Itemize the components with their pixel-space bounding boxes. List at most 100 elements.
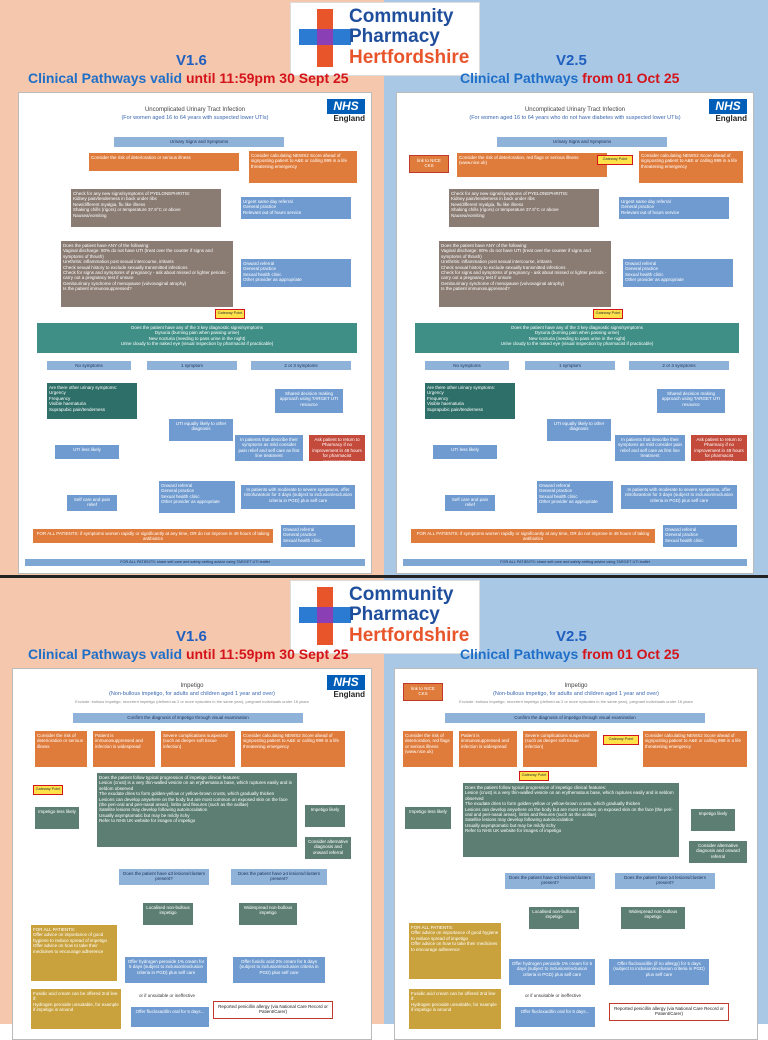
four-or-more-lesions-box: Does the patient have ≥4 lesions/cluster… — [615, 873, 715, 889]
three-or-less-lesions-box: Does the patient have ≤3 lesions/cluster… — [505, 873, 595, 889]
nitrofurantoin-box: In patients with moderate to severe symp… — [241, 485, 355, 509]
consider-alternative-box: Consider alternative diagnosis and onwar… — [689, 841, 747, 863]
logo-line-community: Community — [349, 6, 454, 27]
shared-decision-box: Shared decision making approach using TA… — [275, 389, 343, 413]
logo-line-hertfordshire: Hertfordshire — [349, 625, 470, 646]
all-patients-warning: FOR ALL PATIENTS: if symptoms worsen rap… — [33, 529, 273, 543]
page-footer: FOR ALL PATIENTS: share self-care and sa… — [25, 559, 365, 566]
oral-treatment-box: Offer flucloxacillin oral for 5 days... — [131, 1007, 209, 1027]
unsuitable-label: or if unsuitable or ineffective — [525, 993, 581, 998]
version-label-new-2: V2.5 — [556, 628, 587, 645]
news2-box: Consider calculating NEWS2 Score ahead o… — [241, 731, 345, 767]
key-symptoms-box: Does the patient have any of the 3 key d… — [37, 323, 357, 353]
all-patients-box: FOR ALL PATIENTS:Offer advice on importa… — [31, 925, 117, 981]
severe-complications-box: Severe complications suspected (such as … — [523, 731, 597, 767]
one-symptom-box: 1 symptom — [147, 361, 237, 370]
community-pharmacy-logo: Community Pharmacy Hertfordshire — [290, 2, 480, 76]
gateway-point-badge: Gateway Point — [215, 309, 245, 319]
severe-complications-box: Severe complications suspected (such as … — [161, 731, 235, 767]
gateway-point-badge-2: Gateway Point — [593, 309, 623, 319]
no-symptoms-box: No symptoms — [47, 361, 131, 370]
impetigo-likely-box: Impetigo likely — [305, 805, 345, 827]
fusidic-second-line-box: Fusidic acid cream can be offered 2nd li… — [409, 989, 501, 1029]
immunosuppressed-box: Patient is immunosuppressed and infectio… — [93, 731, 155, 767]
validity-label-old: Clinical Pathways valid until 11:59pm 30… — [28, 70, 349, 86]
news2-box: Consider calculating NEWS2 Score ahead o… — [249, 151, 357, 183]
version-label-new: V2.5 — [556, 52, 587, 69]
return-advice-box: Ask patient to return to Pharmacy if no … — [691, 435, 747, 461]
typical-progression-box: Does the patient follow typical progress… — [463, 783, 679, 857]
uti-less-likely-box: UTI less likely — [55, 445, 119, 459]
gateway-point-badge-2: Gateway Point — [519, 771, 549, 781]
start-box: Confirm the diagnosis of impetigo throug… — [445, 713, 705, 723]
section-divider — [0, 575, 768, 578]
page-title: Impetigo — [564, 683, 588, 689]
validity-label-old-2: Clinical Pathways valid until 11:59pm 30… — [28, 646, 349, 662]
oral-treatment-box: Offer flucloxacillin oral for 5 days... — [515, 1007, 595, 1027]
news2-box: Consider calculating NEWS2 Score ahead o… — [639, 151, 743, 183]
localised-impetigo-box: Localised non-bullous impetigo — [143, 903, 193, 925]
version-label-old: V1.6 — [176, 52, 207, 69]
uti-equally-likely-box: UTI equally likely to other diagnosis — [169, 419, 233, 441]
gateway-point-badge: Gateway Point — [597, 155, 633, 165]
news2-box: Consider calculating NEWS2 Score ahead o… — [643, 731, 747, 767]
immunosuppressed-box: Patient is immunosuppressed and infectio… — [459, 731, 517, 767]
start-box: Urinary Signs and Symptoms — [497, 137, 667, 147]
all-patients-warning: FOR ALL PATIENTS: if symptoms worsen rap… — [411, 529, 655, 543]
any-following-box: Does the patient have ANY of the followi… — [439, 241, 611, 307]
pyelonephritis-box: Check for any new signs/symptoms of PYEL… — [71, 189, 221, 227]
uti-equally-likely-box: UTI equally likely to other diagnosis — [547, 419, 611, 441]
all-patients-box: FOR ALL PATIENTS:Offer advice on importa… — [409, 923, 501, 979]
impetigo-less-likely-box: Impetigo less likely — [35, 807, 79, 829]
page-title: Uncomplicated Urinary Tract Infection — [144, 107, 246, 113]
logo-line-pharmacy: Pharmacy — [349, 26, 440, 47]
mild-symptoms-box: In patients that describe their symptoms… — [235, 435, 303, 461]
page-subtitle: (Non-bullous impetigo, for adults and ch… — [492, 691, 659, 697]
page-subtitle: (For women aged 16 to 64 years with susp… — [121, 115, 269, 121]
page-subtitle: (For women aged 16 to 64 years who do no… — [469, 115, 681, 121]
widespread-impetigo-box: Widespread non-bullous impetigo — [239, 903, 297, 925]
unsuitable-label: or if unsuitable or ineffective — [139, 993, 195, 998]
return-advice-box: Ask patient to return to Pharmacy if no … — [309, 435, 365, 461]
nitrofurantoin-box: In patients with moderate to severe symp… — [621, 485, 737, 509]
key-symptoms-box: Does the patient have any of the 3 key d… — [415, 323, 739, 353]
mild-symptoms-box: In patients that describe their symptoms… — [615, 435, 685, 461]
penicillin-allergy-box: Reported penicillin allergy (via Nationa… — [609, 1003, 729, 1021]
one-symptom-box: 1 symptom — [525, 361, 615, 370]
penicillin-allergy-box: Reported penicillin allergy (via Nationa… — [213, 1001, 333, 1019]
pyelonephritis-box: Check for any new signs/symptoms of PYEL… — [449, 189, 599, 227]
gateway-point-badge: Gateway Point — [33, 785, 63, 795]
page-exclusions: Exclude: bullous impetigo, recurrent imp… — [75, 699, 309, 704]
page-title: Uncomplicated Urinary Tract Infection — [524, 107, 626, 113]
nice-cks-link[interactable]: link to NICE CKS — [403, 683, 443, 701]
no-symptoms-box: No symptoms — [425, 361, 509, 370]
widespread-impetigo-box: Widespread non-bullous impetigo — [621, 907, 685, 929]
nice-cks-link[interactable]: link to NICE CKS — [409, 155, 449, 173]
pharmacy-cross-icon — [299, 587, 351, 645]
page-subtitle: (Non-bullous impetigo, for adults and ch… — [108, 691, 275, 697]
start-box: Urinary Signs and Symptoms — [114, 137, 284, 147]
self-care-box: Self care and pain relief — [67, 495, 117, 511]
validity-label-new-2: Clinical Pathways from 01 Oct 25 — [460, 646, 680, 662]
three-or-less-lesions-box: Does the patient have ≤3 lesions/cluster… — [119, 869, 209, 885]
other-symptoms-box: Are there other urinary symptoms:Urgency… — [47, 383, 137, 419]
consider-alternative-box: Consider alternative diagnosis and onwar… — [305, 837, 351, 859]
two-three-symptoms-box: 2 or 3 symptoms — [629, 361, 729, 370]
validity-label-new: Clinical Pathways from 01 Oct 25 — [460, 70, 680, 86]
localised-impetigo-box: Localised non-bullous impetigo — [529, 907, 579, 929]
logo-line-hertfordshire: Hertfordshire — [349, 47, 470, 68]
community-pharmacy-logo-2: Community Pharmacy Hertfordshire — [290, 580, 480, 654]
hydrogen-peroxide-box: Offer hydrogen peroxide 1% cream for 5 d… — [125, 957, 207, 983]
impetigo-less-likely-box: Impetigo less likely — [405, 807, 451, 829]
